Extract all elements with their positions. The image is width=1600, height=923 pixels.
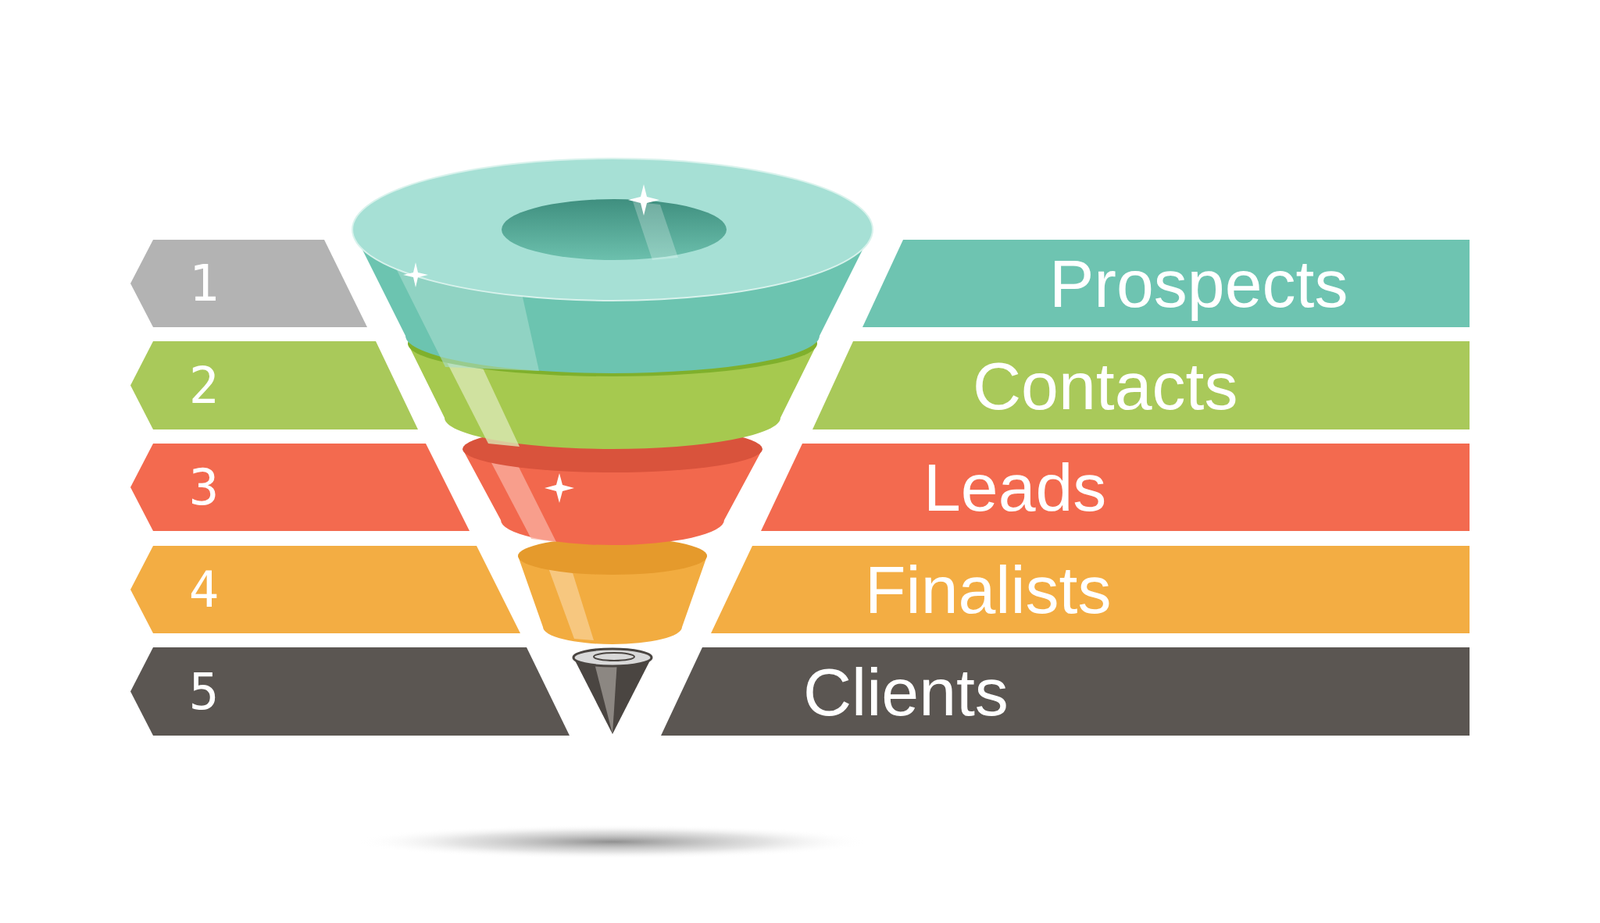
stage-label: Contacts: [972, 352, 1238, 420]
band-fill: [660, 647, 1470, 736]
label-band: Clients: [660, 647, 1470, 736]
funnel-tier: [573, 657, 652, 735]
label-band: Prospects: [862, 239, 1470, 328]
step-number: 2: [189, 360, 220, 411]
band-shape: [760, 443, 1470, 532]
step-number: 5: [189, 667, 220, 718]
label-band: Leads: [760, 443, 1470, 532]
step-number: 3: [189, 462, 220, 513]
band-fill: [812, 341, 1470, 430]
band-fill: [130, 341, 418, 430]
number-band: 4: [130, 546, 521, 634]
stage-label: Clients: [803, 658, 1009, 726]
funnel-hole: [501, 199, 727, 261]
label-band: Contacts: [812, 341, 1470, 430]
funnel-top: [352, 158, 873, 301]
band-shape: [130, 443, 470, 532]
funnel-rim: [573, 649, 652, 667]
step-number: 4: [189, 564, 220, 615]
sparkle: [403, 184, 660, 504]
band-fill: [130, 239, 368, 328]
band-shape: [130, 239, 368, 328]
stage-label: Finalists: [864, 556, 1111, 624]
funnel-highlight: [593, 660, 618, 735]
label-band: Finalists: [710, 546, 1470, 634]
band-shape: [660, 647, 1470, 736]
number-band: 5: [130, 647, 570, 736]
number-band: 3: [130, 443, 470, 532]
band-fill: [130, 443, 470, 532]
band-fill: [130, 647, 570, 736]
number-band: 2: [130, 341, 418, 430]
funnel-highlight: [632, 201, 679, 261]
band-fill: [710, 546, 1470, 634]
funnel-rim: [593, 653, 635, 661]
funnel-highlight: [546, 564, 594, 641]
stage-label: Leads: [923, 453, 1107, 522]
band-fill: [862, 239, 1470, 328]
band-fill: [130, 546, 521, 634]
shadow: [354, 825, 871, 860]
band-fill: [760, 443, 1470, 532]
step-number: 1: [189, 258, 220, 309]
stage-label: Prospects: [1049, 250, 1348, 318]
number-band: 1: [130, 239, 368, 328]
funnel-highlight: [445, 359, 520, 447]
band-shape: [130, 341, 418, 430]
